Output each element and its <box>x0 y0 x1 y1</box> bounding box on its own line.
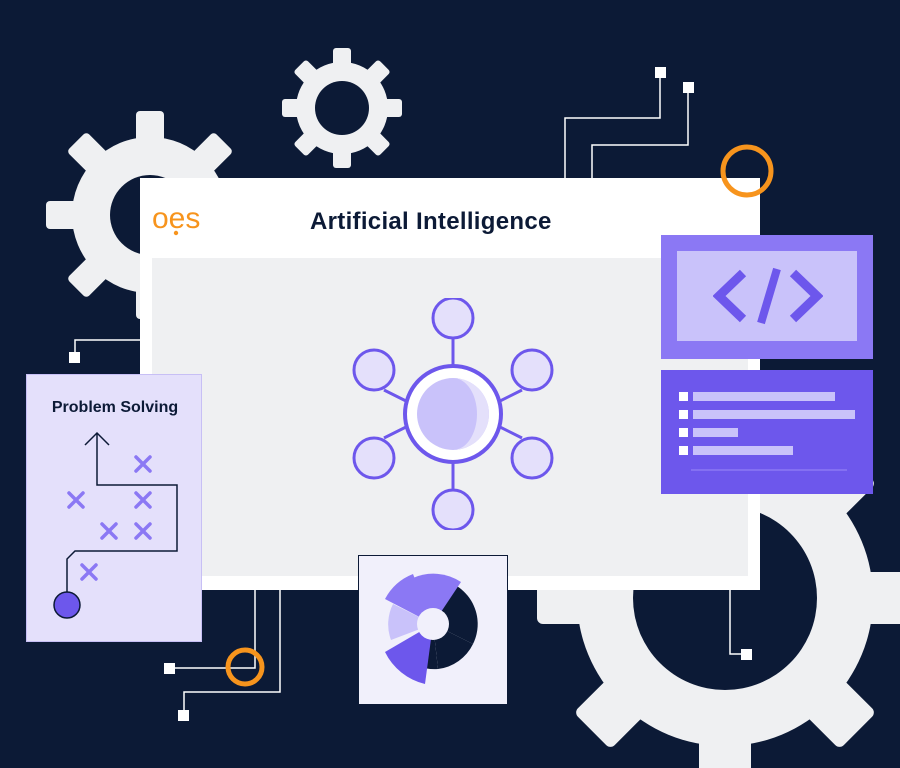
circuit-node-icon <box>69 67 752 721</box>
problem-solving-card: Problem Solving <box>26 374 202 642</box>
donut-chart-icon <box>385 573 478 684</box>
svg-text:oes: oes <box>152 202 200 235</box>
code-card <box>661 235 873 359</box>
window-header: oes Artificial Intelligence <box>140 178 760 258</box>
content-area <box>152 258 748 576</box>
list-icon <box>679 392 855 471</box>
oes-logo: oes <box>152 202 200 236</box>
problem-diagram-icon <box>53 431 178 619</box>
window-title: Artificial Intelligence <box>310 208 552 235</box>
code-panel <box>677 251 857 341</box>
problem-solving-title: Problem Solving <box>51 399 179 416</box>
list-card <box>661 370 873 494</box>
gear-icon <box>282 48 402 168</box>
accent-ring-icon <box>720 144 774 198</box>
code-icon <box>713 267 823 325</box>
network-icon <box>352 298 554 530</box>
donut-chart-card <box>358 555 508 705</box>
circuit-trace-icon <box>74 72 746 714</box>
accent-ring-icon <box>225 647 265 687</box>
ai-window: oes Artificial Intelligence <box>140 178 760 590</box>
